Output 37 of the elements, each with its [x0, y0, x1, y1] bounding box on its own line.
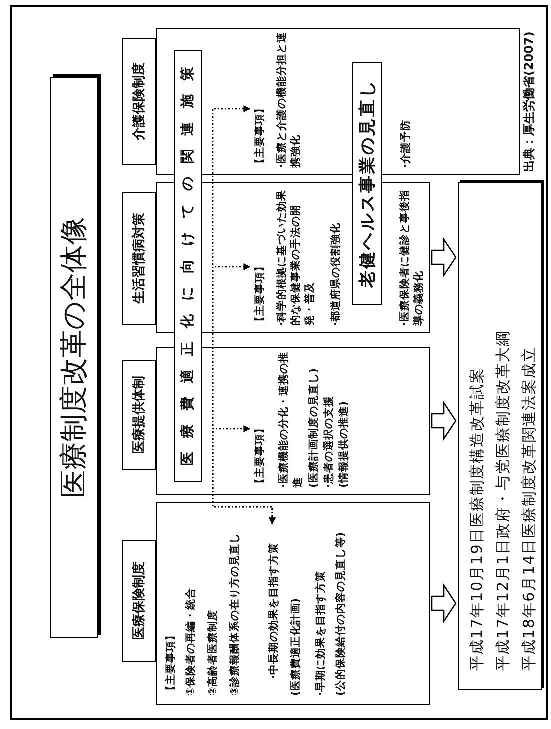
title-box: 医療制度改革の全体像: [50, 77, 98, 638]
banner: 医療費適正化に向けての関連施策: [174, 50, 202, 482]
milestone-text: 平成18年6月14日医療制度改革関連法案成立: [519, 345, 539, 671]
content-panel: [156, 502, 430, 705]
highlight-box: 老健ヘルス事業の見直し: [352, 62, 382, 305]
item-text: 【主要事項】: [253, 424, 267, 488]
item-text: ·早期に効果を目指す方策: [314, 570, 328, 696]
block-arrow: [431, 237, 457, 278]
category-tab: 介護保険制度: [122, 38, 156, 165]
item-text: ③診療報酬体系の在り方の見直し: [228, 532, 242, 696]
item-text: 【主要事項】: [253, 104, 267, 168]
milestone-text: 平成17年12月1日政府・与党医療制度改革大綱: [493, 329, 513, 671]
item-text: ·患者の選択の支援: [322, 395, 336, 488]
source-note: 出典：厚生労働省(2007): [521, 32, 537, 172]
item-text: ·科学的根拠に基づいた効果的な保健事業の手法の開発・普及: [275, 189, 317, 326]
item-text: (公的保険給付の内容の見直し等): [334, 531, 348, 696]
item-text: (情報提供の推進): [337, 400, 351, 488]
item-text: ·都道府県の役割強化: [329, 222, 343, 326]
item-text: ·医療保険者に健診と事後指導の義務化: [398, 189, 426, 326]
item-text: 【主要事項】: [253, 262, 267, 326]
item-text: ②高齢者医療制度: [206, 609, 220, 696]
item-text: ·中長期の効果を目指す方策: [266, 526, 281, 696]
item-text: 【主要事項】: [164, 629, 178, 696]
item-text: ①保険者の再編・統合: [184, 587, 198, 696]
block-arrow: [431, 400, 457, 442]
category-tab: 医療提供体制: [122, 360, 156, 470]
category-tab: 医療保険制度: [122, 540, 156, 662]
timeline-box: [458, 182, 542, 690]
item-text: ·医療機能の分化・連携の推進: [277, 351, 305, 488]
milestone-text: 平成17年10月19日医療制度構造改革試案: [467, 366, 487, 671]
item-text: ·介護予防: [399, 119, 413, 168]
dotted-arrow: [212, 106, 276, 525]
item-text: (医療計画制度の見直し): [307, 367, 321, 488]
category-tab: 生活習慣病対策: [122, 192, 156, 325]
item-text: (医療費適正化計画): [289, 597, 303, 696]
block-arrow: [431, 583, 457, 624]
item-text: ·医療と介護の機能分担と連携強化: [275, 31, 303, 168]
